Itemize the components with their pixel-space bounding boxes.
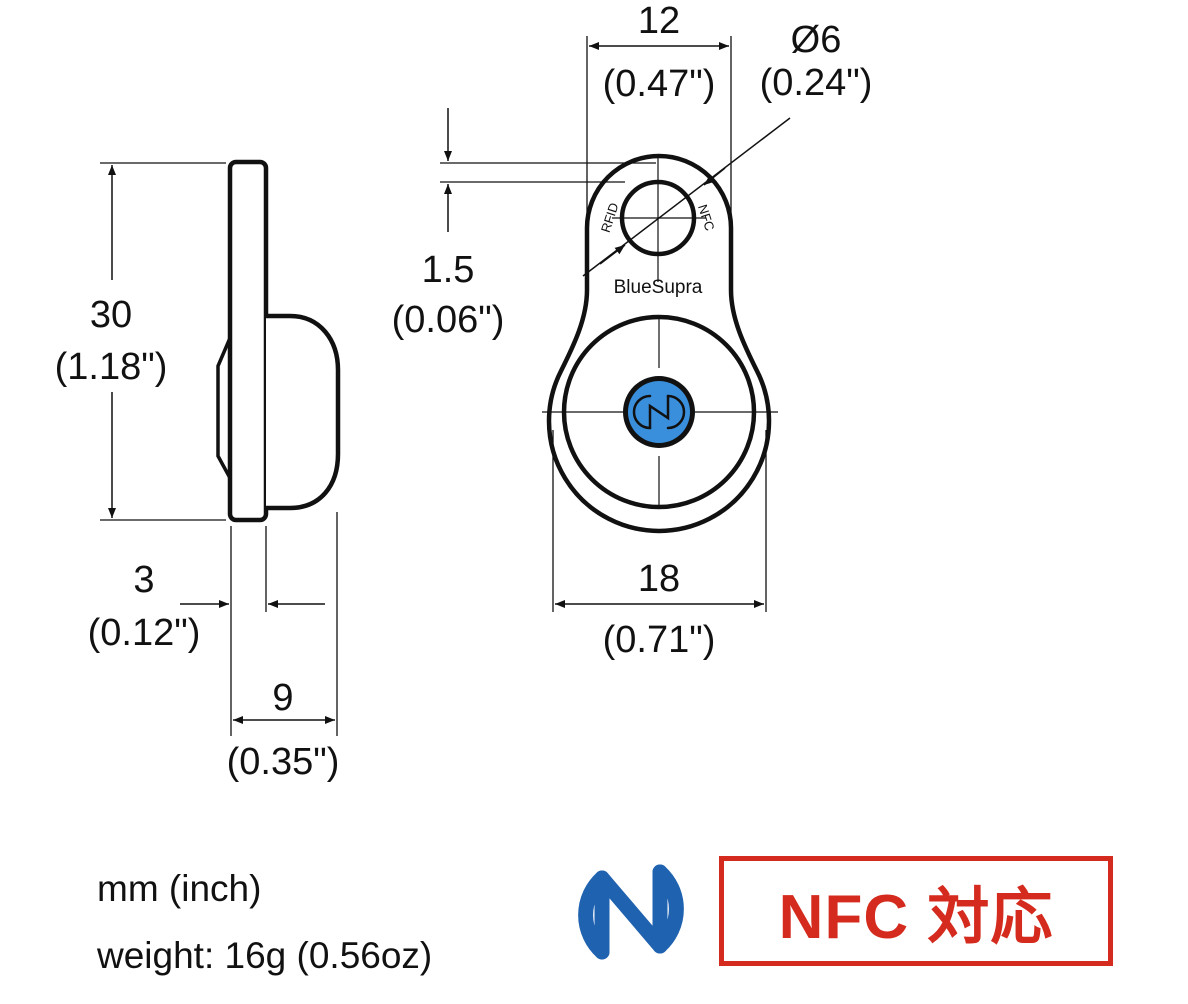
side-view-labels: 30 (1.18") 3 (0.12") 9 (0.35") [55,294,340,783]
side-bevel [216,337,232,479]
side-view [100,159,341,736]
units-note: mm (inch) [97,868,262,909]
side-plate [227,159,269,523]
front-view-labels: 12 (0.47") Ø6 (0.24") 1.5 (0.06") 18 (0.… [392,0,873,661]
rim-mm-label: 1.5 [422,249,475,291]
depth-mm-label: 9 [272,677,293,719]
weight-note: weight: 16g (0.56oz) [97,935,433,976]
height-in-label: (1.18") [55,346,168,388]
nfc-logo-icon [578,864,684,960]
brand-label: BlueSupra [614,277,703,298]
hole-mm-label: Ø6 [791,19,842,61]
nfc-button [623,376,695,448]
nfc-button-icon [632,394,686,430]
nfc-badge-text: NFC 対応 [778,883,1054,952]
hole-in-label: (0.24") [760,62,873,104]
plate-mm-label: 3 [133,559,154,601]
width-in-label: (0.47") [603,63,716,105]
front-view [440,36,791,612]
nfc-compatible-badge: NFC 対応 [719,856,1113,966]
plate-in-label: (0.12") [88,612,201,654]
depth-in-label: (0.35") [227,741,340,783]
rim-in-label: (0.06") [392,299,505,341]
height-mm-label: 30 [90,294,132,336]
body-in-label: (0.71") [603,619,716,661]
body-mm-label: 18 [638,558,680,600]
side-dome [266,313,341,511]
width-mm-label: 12 [638,0,680,42]
